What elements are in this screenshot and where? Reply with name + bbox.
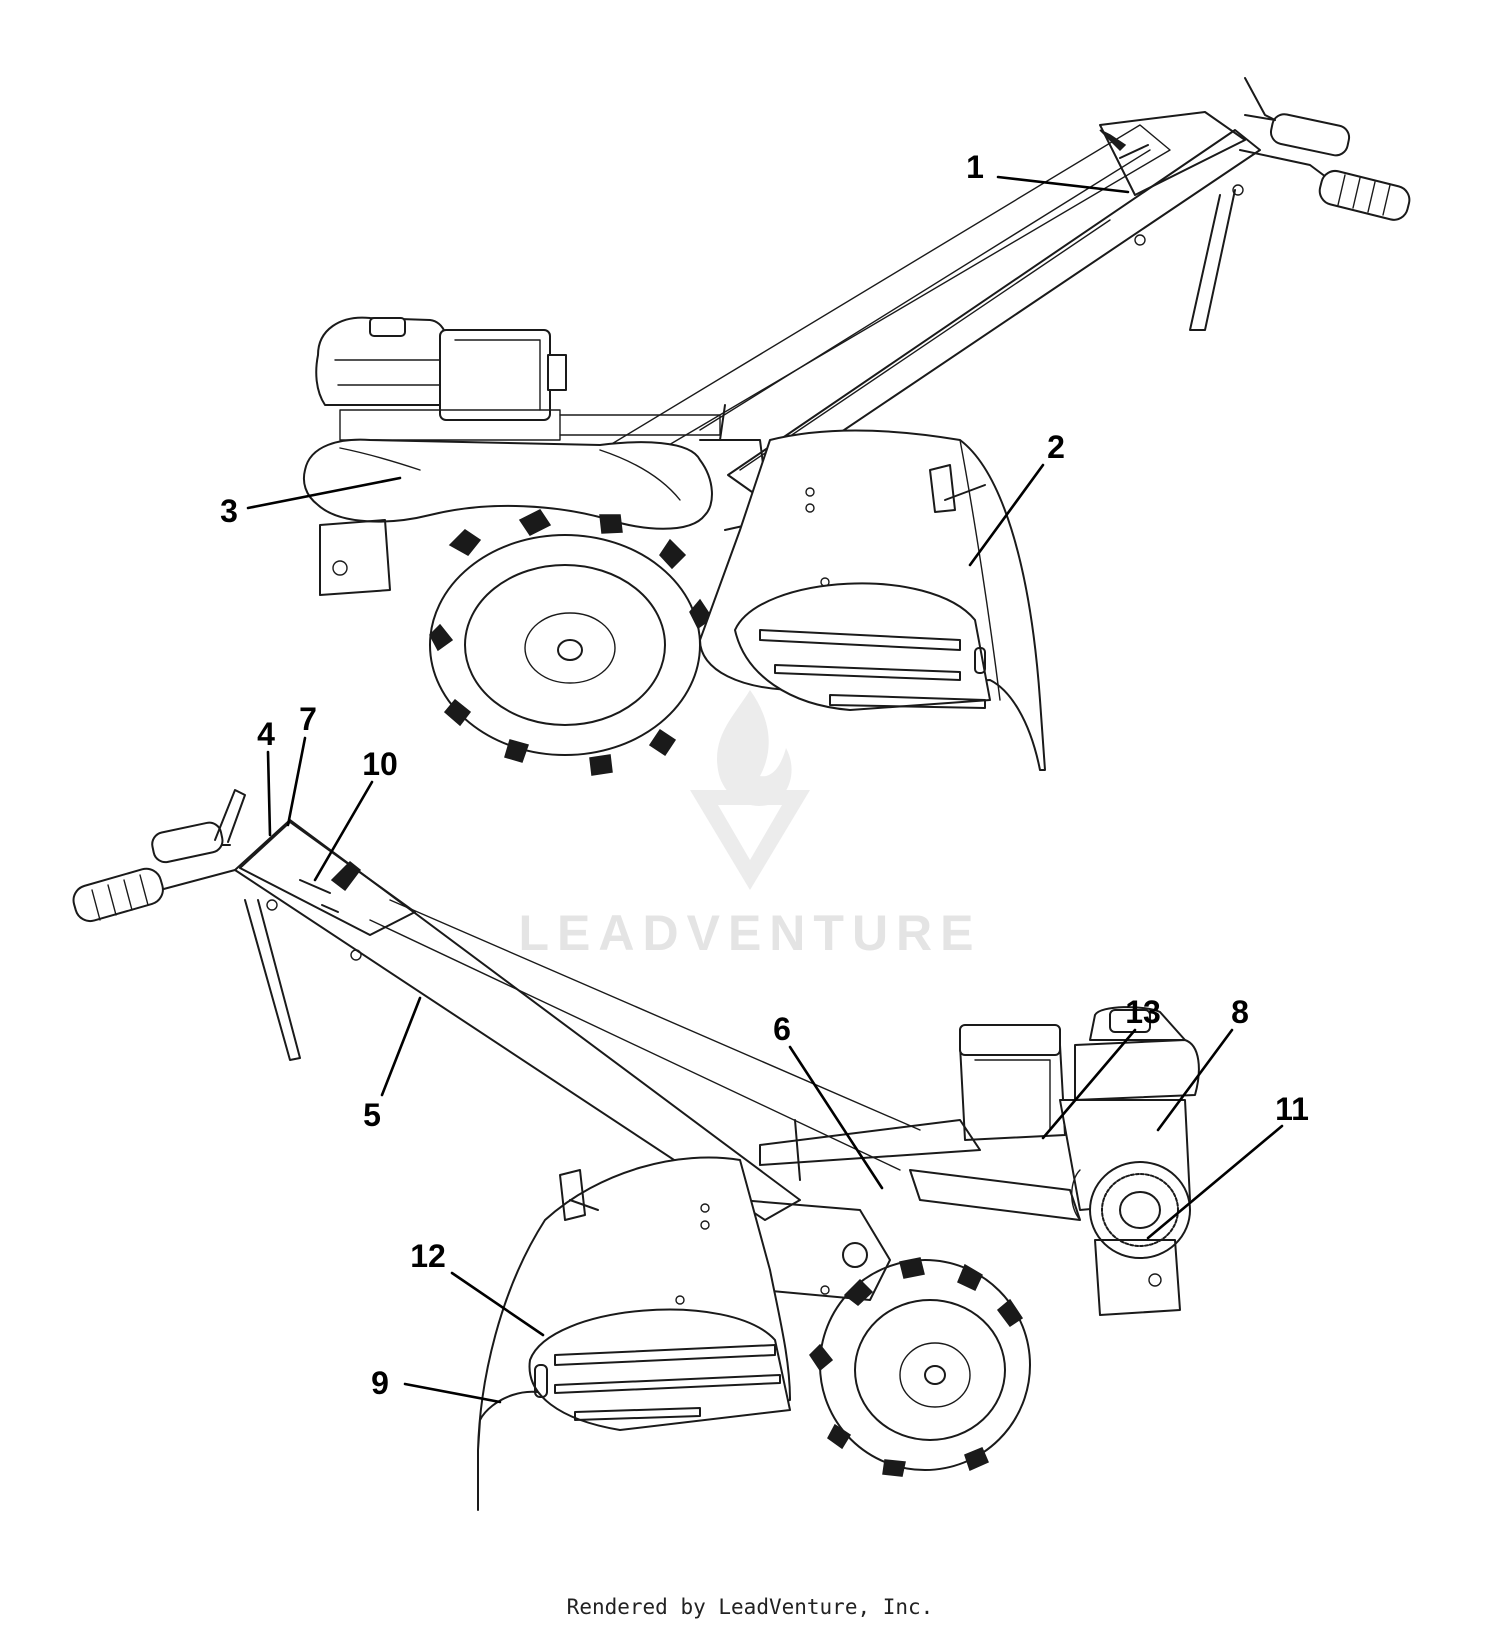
callout-2: 2: [968, 429, 1065, 567]
callout-number: 5: [363, 1097, 381, 1133]
callout-9: 9: [371, 1365, 502, 1404]
callout-number: 8: [1231, 994, 1249, 1030]
callout-number: 2: [1047, 429, 1065, 465]
watermark-v-logo-icon: [690, 790, 810, 890]
upper-tiller-illustration: [302, 77, 1411, 776]
callouts: 1 2 3 4 7 10 5 6: [220, 149, 1309, 1404]
callout-number: 4: [257, 716, 275, 752]
callout-number: 12: [410, 1238, 446, 1274]
watermark: LEADVENTURE: [518, 690, 981, 961]
footer-credit: Rendered by LeadVenture, Inc.: [566, 1595, 934, 1619]
lower-tiller-illustration: [72, 789, 1200, 1511]
callout-5: 5: [363, 996, 422, 1133]
watermark-flame-icon: [717, 690, 792, 806]
callout-number: 11: [1275, 1091, 1309, 1127]
callout-1: 1: [966, 149, 1130, 194]
callout-7: 7: [286, 701, 317, 827]
callout-11: 11: [1146, 1091, 1309, 1240]
callout-number: 6: [773, 1011, 791, 1047]
callout-number: 10: [362, 746, 398, 782]
callout-number: 9: [371, 1365, 389, 1401]
callout-4: 4: [257, 716, 275, 837]
callout-8: 8: [1156, 994, 1249, 1132]
callout-number: 3: [220, 493, 238, 529]
callout-number: 7: [299, 701, 317, 737]
callout-number: 1: [966, 149, 984, 185]
watermark-text: LEADVENTURE: [518, 905, 981, 961]
callout-3: 3: [220, 476, 402, 529]
callout-6: 6: [773, 1011, 884, 1190]
callout-10: 10: [313, 746, 398, 882]
callout-12: 12: [410, 1238, 545, 1337]
callout-13: 13: [1041, 994, 1161, 1140]
callout-number: 13: [1125, 994, 1161, 1030]
